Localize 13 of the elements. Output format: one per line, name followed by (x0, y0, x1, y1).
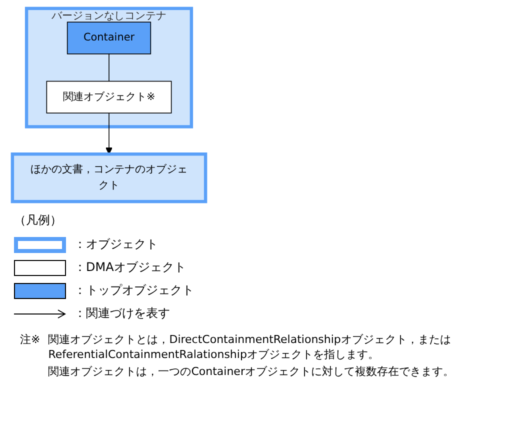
object-box: ほかの文書，コンテナのオブジェクト (10, 152, 208, 204)
legend-text: ：DMAオブジェクト (74, 259, 186, 276)
arrow (105, 112, 113, 154)
legend-text: ：オブジェクト (74, 236, 158, 253)
connector-line (108, 54, 110, 82)
object-box: Container (66, 22, 152, 54)
note-text: 関連オブジェクトとは，DirectContainmentRelationshipオブジェクト，またはReferentialContainmentRalationshipオブジェクトを指します。 (48, 332, 452, 362)
note-mark: 注※ (20, 333, 40, 346)
legend-text: ：関連づけを表す (74, 305, 170, 322)
object-box: 関連オブジェクト※ (46, 80, 172, 114)
legend-text: ：トップオブジェクト (74, 282, 194, 299)
note-text: 関連オブジェクトは，一つのContainerオブジェクトに対して複数存在できます。 (48, 364, 455, 379)
legend-title: （凡例） (14, 212, 62, 229)
